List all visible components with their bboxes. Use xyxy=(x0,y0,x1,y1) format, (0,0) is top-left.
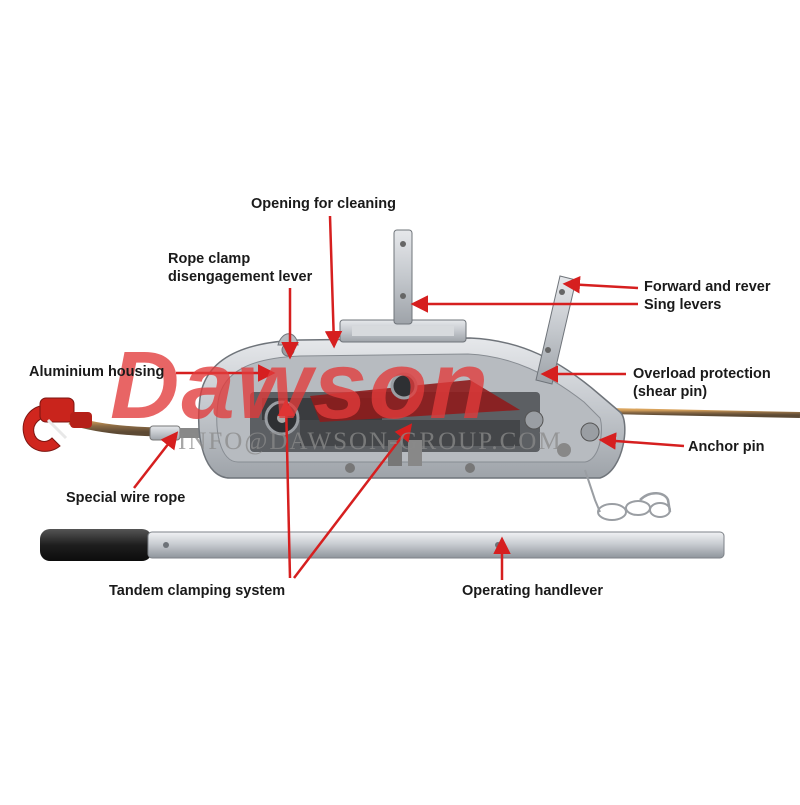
anchor-chain xyxy=(584,469,672,521)
label-overload-line1: Overload protection xyxy=(633,366,771,382)
callout-arrows xyxy=(133,215,685,580)
label-rope-clamp-line2: disengagement lever xyxy=(168,269,313,285)
operating-handlever xyxy=(40,529,725,561)
dawson-watermark-email: INFO@DAWSON-GROUP.COM xyxy=(178,428,563,455)
label-tandem-clamping-system: Tandem clamping system xyxy=(109,583,286,599)
label-overload-line2: (shear pin) xyxy=(633,384,708,400)
arrow-opening-for-cleaning xyxy=(324,215,343,349)
label-aluminium-housing: Aluminium housing xyxy=(29,364,165,380)
forward-lever xyxy=(393,229,413,325)
reverse-lever xyxy=(535,275,577,385)
label-special-wire-rope: Special wire rope xyxy=(66,490,186,506)
label-rope-clamp-line1: Rope clamp xyxy=(168,251,251,267)
arrow-tandem-clamping-a xyxy=(277,398,296,579)
label-forward-line1: Forward and rever xyxy=(644,279,771,295)
label-operating-handlever: Operating handlever xyxy=(462,583,604,599)
arrow-anchor-pin xyxy=(598,432,685,450)
arrow-reverse-lever xyxy=(562,276,639,294)
arrow-tandem-clamping-b xyxy=(293,423,413,579)
arrow-special-wire-rope xyxy=(133,431,179,489)
dawson-watermark-logo: Dawson xyxy=(110,332,491,439)
label-opening-for-cleaning: Opening for cleaning xyxy=(251,196,397,212)
label-forward-line2: Sing levers xyxy=(644,297,722,313)
label-anchor-pin: Anchor pin xyxy=(688,439,765,455)
hook xyxy=(22,397,92,452)
